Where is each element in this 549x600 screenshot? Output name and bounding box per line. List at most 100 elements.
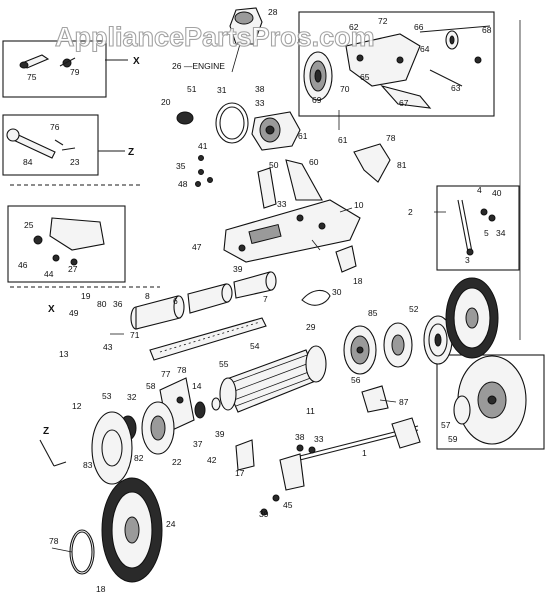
inset-box-top-left xyxy=(2,40,107,98)
callout-19: 19 xyxy=(81,291,91,301)
callout-24: 24 xyxy=(166,519,176,529)
callout-39a: 39 xyxy=(233,264,243,274)
callout-44: 44 xyxy=(44,269,54,279)
callout-82: 82 xyxy=(134,453,144,463)
callout-58: 58 xyxy=(146,381,156,391)
callout-42: 42 xyxy=(207,455,217,465)
callout-53: 53 xyxy=(102,391,112,401)
callout-47: 47 xyxy=(192,242,202,252)
callout-z-left: Z xyxy=(128,147,134,158)
callout-80: 80 xyxy=(97,299,107,309)
callout-4: 4 xyxy=(477,185,482,195)
engine-part-28 xyxy=(229,7,263,73)
callout-45: 45 xyxy=(283,500,293,510)
callout-8: 8 xyxy=(145,291,150,301)
callout-64: 64 xyxy=(420,44,430,54)
bracket-part-18 xyxy=(335,245,357,273)
gear-part-22 xyxy=(141,401,175,455)
callout-x-mid: X xyxy=(48,304,55,315)
callout-55: 55 xyxy=(219,359,229,369)
tire-right-part-24 xyxy=(445,277,499,359)
callout-37: 37 xyxy=(193,439,203,449)
inset-box-left-25 xyxy=(7,205,126,283)
callout-38b: 38 xyxy=(295,432,305,442)
callout-50: 50 xyxy=(269,160,279,170)
callout-76: 76 xyxy=(50,122,60,132)
frame-part-10 xyxy=(223,199,361,263)
snap-ring-part-78 xyxy=(69,529,95,575)
callout-39c: 39 xyxy=(259,509,269,519)
ring-gear-part-58 xyxy=(423,315,453,365)
callout-62: 62 xyxy=(349,22,359,32)
watermark-text: AppliancePartsPros.com xyxy=(55,22,375,52)
callout-11: 11 xyxy=(306,406,315,416)
guard-part-87 xyxy=(361,385,389,413)
callout-30: 30 xyxy=(332,287,342,297)
callout-78c: 78 xyxy=(49,536,59,546)
drive-belt-part-29 xyxy=(301,289,331,306)
callout-5: 5 xyxy=(484,228,489,238)
inset-box-right-2 xyxy=(436,185,520,271)
callout-78a: 78 xyxy=(386,133,396,143)
callout-83: 83 xyxy=(83,460,93,470)
callout-77: 77 xyxy=(161,369,171,379)
callout-61a: 61 xyxy=(298,131,308,141)
belt-pulley-part-69 xyxy=(303,51,333,101)
callout-61b: 61 xyxy=(338,135,348,145)
callout-33c: 33 xyxy=(314,434,324,444)
callout-7: 7 xyxy=(263,294,268,304)
callout-59: 59 xyxy=(448,434,458,444)
callout-28: 28 xyxy=(268,7,278,17)
handle-bar-part-1 xyxy=(279,417,421,491)
callout-78b: 78 xyxy=(177,365,187,375)
bracket-part-64 xyxy=(345,33,432,109)
engine-label: 26 —ENGINE xyxy=(172,61,225,71)
callout-70: 70 xyxy=(340,84,350,94)
callout-41: 41 xyxy=(198,141,208,151)
handle-bolt-part-75 xyxy=(19,54,128,69)
callout-85: 85 xyxy=(368,308,378,318)
belt-part-31 xyxy=(215,102,249,144)
callout-75: 75 xyxy=(27,72,37,82)
callout-23: 23 xyxy=(70,157,80,167)
small-hardware-41-35-48 xyxy=(195,155,213,187)
wrench-part-84 xyxy=(6,128,125,159)
callout-38: 38 xyxy=(255,84,265,94)
callout-66: 66 xyxy=(414,22,424,32)
callout-46: 46 xyxy=(18,260,28,270)
inset-box-right-57 xyxy=(436,354,545,450)
inset-box-engine-belt xyxy=(298,11,495,117)
bracket-part-81 xyxy=(353,143,391,183)
callout-6: 6 xyxy=(173,296,178,306)
callout-22: 22 xyxy=(172,457,182,467)
inset-gear-part-57 xyxy=(453,355,527,445)
callout-10: 10 xyxy=(354,200,364,210)
callout-27: 27 xyxy=(68,264,78,274)
callout-33b: 33 xyxy=(277,199,287,209)
hardware-38-33-45-39 xyxy=(260,444,316,516)
callout-57: 57 xyxy=(441,420,451,430)
callout-71: 71 xyxy=(130,330,140,340)
callout-84: 84 xyxy=(23,157,33,167)
callout-52: 52 xyxy=(409,304,419,314)
callout-35: 35 xyxy=(176,161,186,171)
callout-2: 2 xyxy=(408,207,413,217)
callout-32: 32 xyxy=(127,392,137,402)
callout-z-bottom: Z xyxy=(43,426,49,437)
callout-87: 87 xyxy=(399,397,409,407)
callout-48: 48 xyxy=(178,179,188,189)
inset-box-left-z xyxy=(2,114,99,176)
callout-79: 79 xyxy=(70,67,80,77)
roller-shaft-part-54 xyxy=(149,317,267,361)
callout-81: 81 xyxy=(397,160,407,170)
bracket-part-25 xyxy=(33,217,105,266)
gear-part-85 xyxy=(343,325,377,375)
callout-54: 54 xyxy=(250,341,260,351)
callout-68: 68 xyxy=(482,25,492,35)
reel-part-11 xyxy=(219,345,327,413)
lever-part-2 xyxy=(457,199,496,256)
callout-31: 31 xyxy=(217,85,227,95)
callout-69: 69 xyxy=(312,95,322,105)
